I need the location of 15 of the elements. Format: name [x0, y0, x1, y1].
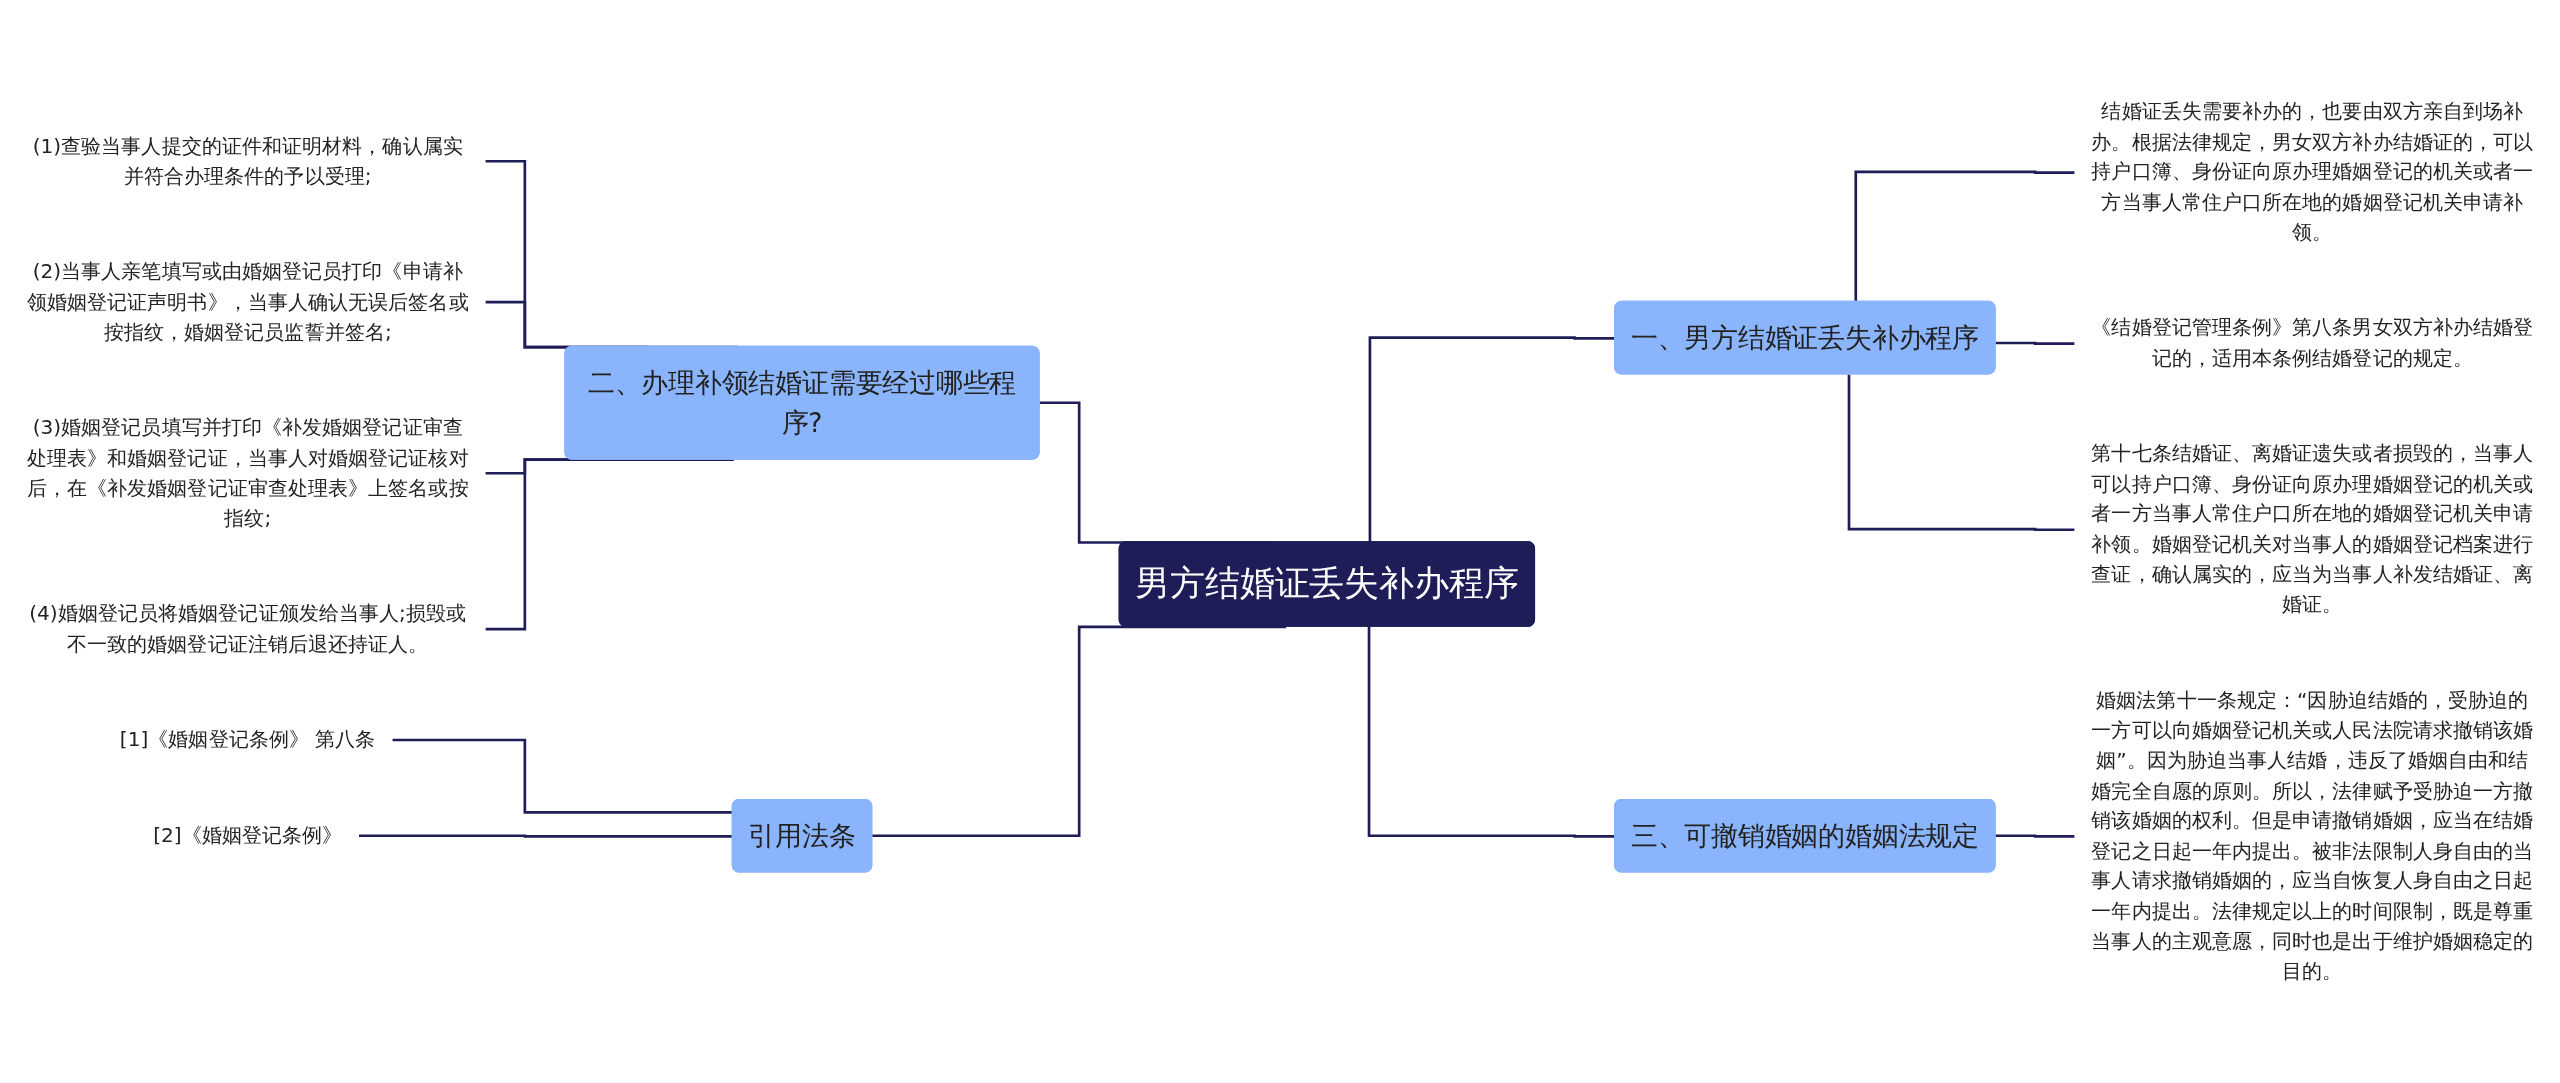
node-text: 婚姻法第十一条规定：“因胁迫结婚的，受胁迫的一方可以向婚姻登记机关或人民法院请求撤销该婚姻”。因为胁迫当事人结婚，违反了婚姻自由和结婚完全自愿的原则。所以，法律赋予受胁迫一方撤销该婚姻的权利。但是申请撤销婚姻，应当在结婚登记之日起一年内提出。被非法限制人身自由的当事人请求撤销婚姻的，应当自恢复人身自由之日起一年内提出。法律规定以上的时间限制，既是尊重当事人的主观意愿，同时也是出于维护婚姻稳定的目的。: [2091, 687, 2534, 984]
connector: [1847, 374, 2076, 532]
connector: [1854, 170, 2076, 303]
connector: [1994, 834, 2076, 838]
node-text: [1]《婚姻登记条例》 第八条: [119, 727, 376, 752]
node-text: (1)查验当事人提交的证件和证明材料，确认属实并符合办理条件的予以受理;: [32, 133, 463, 189]
connector: [484, 458, 734, 632]
node-text: (2)当事人亲笔填写或由婚姻登记员打印《申请补领婚姻登记证声明书》，当事人确认无误后签名或按指纹，婚姻登记员监誓并签名;: [26, 259, 469, 345]
node-text: [2]《婚姻登记条例》: [153, 823, 343, 848]
node-text: 第十七条结婚证、离婚证遗失或者损毁的，当事人可以持户口簿、身份证向原办理婚姻登记的机关或者一方当事人常住户口所在地的婚姻登记机关申请补领。婚姻登记机关对当事人的婚姻登记档案进行查证，确认属实的，应当为当事人补发结婚证、离婚证。: [2091, 441, 2534, 617]
node-text: 《结婚登记管理条例》第八条男女双方补办结婚登记的，适用本条例结婚登记的规定。: [2091, 315, 2534, 370]
node-text: 结婚证丢失需要补办的，也要由双方亲自到场补办。根据法律规定，男女双方补办结婚证的，可以持户口簿、身份证向原办理婚姻登记的机关或者一方当事人常住户口所在地的婚姻登记机关申请补领。: [2091, 99, 2534, 244]
node-text: (4)婚姻登记员将婚姻登记证颁发给当事人;损毁或不一致的婚姻登记证注销后退还持证人。: [29, 601, 467, 656]
connector: [1994, 341, 2076, 345]
node-text: (3)婚姻登记员填写并打印《补发婚姻登记证审查处理表》和婚姻登记证，当事人对婚姻登记证核对后，在《补发婚姻登记证审查处理表》上签名或按指纹;: [26, 415, 469, 531]
